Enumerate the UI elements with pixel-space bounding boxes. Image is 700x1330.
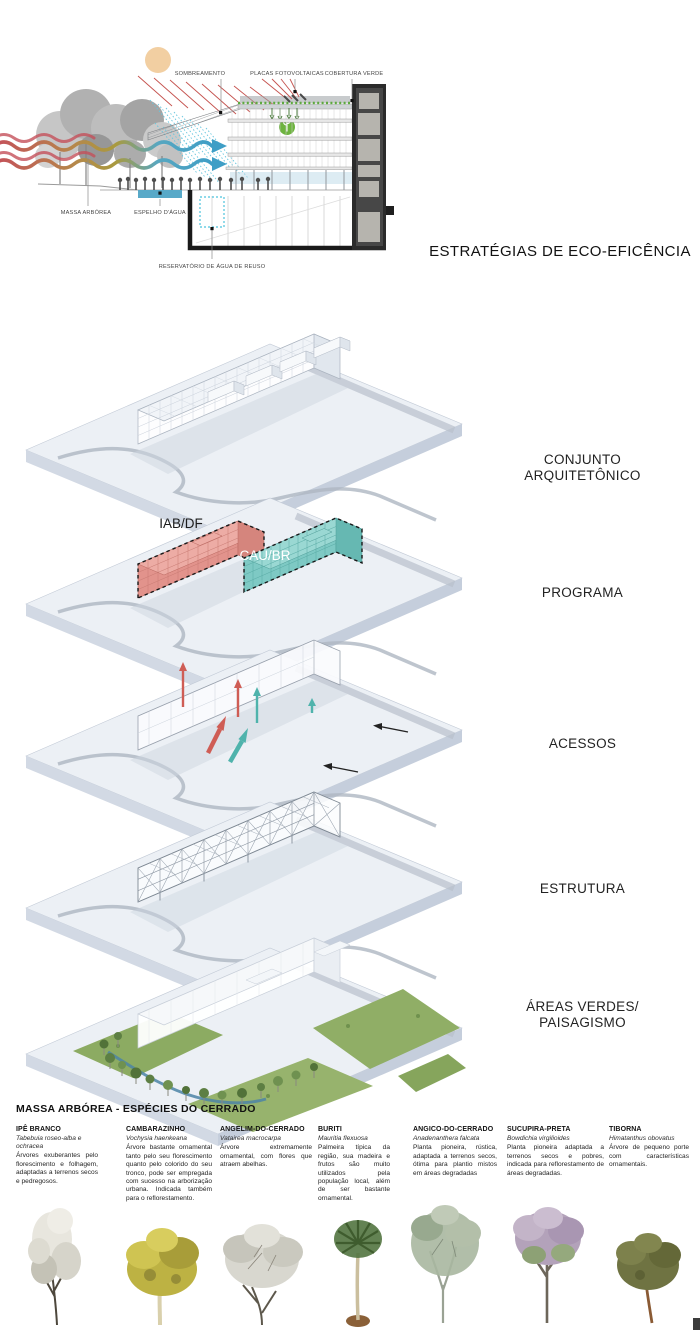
rooftop-volumes (207, 336, 351, 403)
people-silhouettes (117, 176, 271, 190)
layer-label-line1: ACESSOS (548, 736, 617, 751)
leader-dots (158, 90, 354, 231)
species-binomial: Mauritia flexuosa (318, 1135, 368, 1142)
species-column-sucupira: SUCUPIRA-PRETA Bowdichia virgilioides Pl… (507, 1126, 604, 1178)
tower-section (352, 84, 394, 250)
circulation-arrows (179, 662, 316, 764)
layer-label-acessos: ACESSOS (500, 736, 665, 752)
landscape-trees (99, 1032, 318, 1106)
species-description: Palmeira típica da região, sua madeira e… (318, 1144, 390, 1202)
label-sombreamento: SOMBREAMENTO (175, 71, 226, 77)
tree-image-buriti (334, 1220, 382, 1327)
species-column-angelim: ANGELIM-DO-CERRADO Vatairea macrocarpa Á… (220, 1126, 312, 1170)
layer-label-line1: ÁREAS VERDES/ (526, 999, 639, 1014)
species-binomial: Bowdichia virgilioides (507, 1135, 570, 1142)
tree-image-angelim (223, 1224, 303, 1326)
axon-layer-areas-verdes (25, 937, 466, 1146)
wind-flow-arrows (0, 133, 227, 171)
tree-image-angico (411, 1205, 481, 1323)
layer-label-estrutura: ESTRUTURA (500, 881, 665, 897)
species-name: SUCUPIRA-PRETA (507, 1126, 571, 1133)
tree-image-cambarazinho (126, 1228, 199, 1326)
species-binomial: Anadenanthera falcata (413, 1135, 480, 1142)
species-description: Árvore bastante ornamental tanto pelo se… (126, 1144, 212, 1202)
building-section-graphic (37, 78, 394, 251)
species-column-tiborna: TIBORNA Himatanthus obovatus Árvore de p… (609, 1126, 689, 1170)
layer-label-conjunto: CONJUNTO ARQUITETÔNICO (500, 452, 665, 484)
species-name: IPÊ BRANCO (16, 1126, 61, 1133)
eco-strategies-diagram: SOMBREAMENTO PLACAS FOTOVOLTAICAS COBERT… (0, 47, 394, 270)
layer-label-line1: ESTRUTURA (539, 881, 626, 896)
building-white (137, 937, 351, 1049)
basement-outline (187, 190, 386, 251)
species-binomial: Vatairea macrocarpa (220, 1135, 281, 1142)
program-label-iab: IAB/DF (159, 516, 203, 531)
program-block-iab (137, 520, 265, 600)
species-description: Árvore de pequeno porte com característi… (609, 1144, 689, 1169)
species-section-header: MASSA ARBÓREA - ESPÉCIES DO CERRADO (16, 1103, 256, 1115)
layer-label-line1: PROGRAMA (541, 585, 624, 600)
page-corner-mark (693, 1318, 700, 1330)
label-cobertura-verde: COBERTURA VERDE (325, 71, 384, 77)
structure-truss (137, 791, 341, 903)
species-name: BURITI (318, 1126, 342, 1133)
tree-image-tiborna (616, 1233, 681, 1324)
infiltration-arrows (269, 108, 300, 122)
tree-image-sucupira-preta (513, 1207, 584, 1323)
tree-image-ipe-branco (28, 1208, 81, 1326)
species-name: ANGELIM-DO-CERRADO (220, 1126, 305, 1133)
layer-label-areas-verdes: ÁREAS VERDES/ PAISAGISMO (500, 999, 665, 1031)
label-reservatorio: RESERVATÓRIO DE ÁGUA DE REUSO (159, 263, 266, 270)
site-access-arrows (323, 723, 409, 773)
program-block-cau (243, 517, 363, 594)
species-description: Planta pioneira adaptada a terrenos seco… (507, 1144, 604, 1177)
species-description: Árvores exuberantes pelo florescimento e… (16, 1152, 98, 1185)
species-column-ipe-branco: IPÊ BRANCO Tabebuia roseo-alba e ochrace… (16, 1126, 98, 1186)
site-path (57, 446, 437, 522)
glass-band (230, 172, 352, 184)
label-espelho-dagua: ESPELHO D'ÁGUA (134, 209, 186, 216)
program-label-cau: CAU/BR (239, 548, 290, 563)
species-description: Árvore extremamente ornamental, com flor… (220, 1144, 312, 1169)
species-binomial: Vochysia haenkeana (126, 1135, 187, 1142)
layer-label-line2: ARQUITETÔNICO (524, 468, 641, 483)
species-column-buriti: BURITI Mauritia flexuosa Palmeira típica… (318, 1126, 390, 1203)
eco-section-title: ESTRATÉGIAS DE ECO-EFICÊNCIA (429, 243, 691, 260)
species-name: TIBORNA (609, 1126, 642, 1133)
species-name: ANGICO-DO-CERRADO (413, 1126, 494, 1133)
layer-label-programa: PROGRAMA (500, 585, 665, 601)
leader-lines (87, 79, 353, 259)
pv-panels (283, 93, 307, 103)
species-column-cambarazinho: CAMBARAZINHO Vochysia haenkeana Árvore b… (126, 1126, 212, 1203)
species-binomial: Himatanthus obovatus (609, 1135, 675, 1142)
label-placas-fotovoltaicas: PLACAS FOTOVOLTAICAS (250, 71, 324, 77)
sun-icon (145, 47, 171, 73)
species-description: Planta pioneira, rústica, adaptada a ter… (413, 1144, 497, 1177)
layer-label-line2: PAISAGISMO (539, 1015, 626, 1030)
species-name: CAMBARAZINHO (126, 1126, 186, 1133)
label-massa-arborea: MASSA ARBÓREA (61, 209, 112, 216)
layer-label-line1: CONJUNTO (543, 452, 622, 467)
species-binomial: Tabebuia roseo-alba e ochracea (16, 1135, 82, 1151)
species-column-angico: ANGICO-DO-CERRADO Anadenanthera falcata … (413, 1126, 497, 1178)
species-trees-row (28, 1205, 681, 1327)
